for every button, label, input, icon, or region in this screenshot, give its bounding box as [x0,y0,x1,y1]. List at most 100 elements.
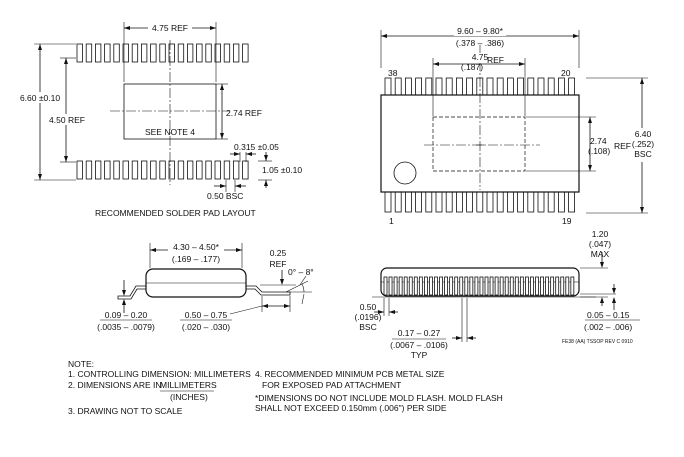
dim-top-length-in: (.378 – .386) [456,38,504,48]
layout-pad [186,160,194,180]
layout-pad [168,43,175,63]
pin-1-label: 1 [389,216,394,226]
layout-pad [223,43,231,63]
layout-pad [232,43,240,63]
end-lead [429,276,433,296]
package-side-view: 4.30 – 4.50* (.169 – .177) 0.09 – 0.20 (… [97,242,314,332]
package-lead [404,77,412,96]
layout-pad [242,43,249,63]
package-lead [496,191,504,213]
layout-pad [113,160,120,180]
side-right-lead [246,285,291,296]
layout-pad [196,160,203,180]
note-2-units: MILLIMETERS [160,380,217,390]
layout-pad [186,43,194,63]
note-4-line1: 4. RECOMMENDED MINIMUM PCB METAL SIZE [255,369,445,379]
layout-pad [214,43,221,63]
end-view-lead-row [383,276,575,296]
end-lead [499,276,504,296]
package-lead [568,191,575,213]
package-lead [384,77,392,96]
layout-pad [140,160,148,180]
layout-pad [85,160,93,180]
pin-38-label: 38 [388,68,398,78]
dim-end-standoff-mm: 0.05 – 0.15 [587,310,630,320]
top-view-lower-leads [384,191,575,213]
layout-pad [140,43,148,63]
end-lead [439,276,443,296]
package-lead [384,191,392,213]
dim-layout-pad-length: 1.05 ±0.10 [262,165,302,175]
layout-pad [177,160,185,180]
dim-side-angle: 0° – 8° [288,267,314,277]
top-view-upper-leads [384,77,575,96]
layout-pad [150,160,157,180]
dim-end-lead-w-typ: TYP [411,350,428,360]
package-lead [558,77,565,96]
note-2: 2. DIMENSIONS ARE IN [68,380,162,390]
layout-pad [104,43,111,63]
package-lead [517,191,524,213]
dim-end-lead-w-mm: 0.17 – 0.27 [398,328,441,338]
dim-end-height-max: MAX [591,249,610,259]
package-top-view: 38 20 1 19 9.60 – 9.80* (.378 – .386) 4.… [380,26,656,226]
dim-top-pad-ref: REF [487,55,504,65]
layout-pad [205,43,212,63]
note-4-line2: FOR EXPOSED PAD ATTACHMENT [262,380,401,390]
layout-pad [214,160,221,180]
notes-title: NOTE: [68,359,94,369]
layout-pad [177,43,185,63]
dim-top-pad-mm: 4.75 [472,52,489,62]
package-lead [435,191,443,213]
end-lead [469,276,474,296]
package-lead [547,77,555,96]
end-lead [444,276,449,296]
dim-side-gauge-ref: REF [270,259,287,269]
dim-top-length-mm: 9.60 – 9.80* [457,26,504,36]
package-lead [496,77,504,96]
end-lead [403,276,408,296]
dim-end-height-mm: 1.20 [592,229,609,239]
end-lead [545,276,549,296]
package-lead [425,191,433,213]
end-lead [454,276,459,296]
end-lead [514,276,519,296]
layout-pad [223,160,231,180]
note-1: 1. CONTROLLING DIMENSION: MILLIMETERS [68,369,251,379]
package-lead [435,77,443,96]
layout-bottom-pad-row [76,160,249,180]
package-lead [466,191,474,213]
package-lead [506,77,514,96]
drawing-id: FE38 (AA) TSSOP REV C 0910 [562,339,633,345]
dim-layout-width-ref: 4.75 REF [152,23,188,33]
end-lead [413,276,418,296]
layout-pad [232,160,240,180]
dim-end-height-in: (.047) [589,239,611,249]
end-lead [393,276,398,296]
end-lead [423,276,428,296]
end-lead [459,276,464,296]
package-lead [527,191,535,213]
package-lead [415,191,423,213]
package-lead [394,77,402,96]
dim-top-pad-h-in: (.108) [588,146,610,156]
end-lead [418,276,423,296]
end-lead [484,276,489,296]
end-lead [525,276,529,296]
layout-caption: RECOMMENDED SOLDER PAD LAYOUT [95,208,256,218]
layout-pad [159,160,166,180]
pin-19-label: 19 [562,216,572,226]
side-left-lead [117,285,146,300]
layout-pad [150,43,157,63]
dim-layout-pad-width: 0.315 ±0.05 [234,142,279,152]
pin1-indicator [393,161,417,185]
dim-layout-pad-height-ref: 2.74 REF [226,108,262,118]
end-lead [535,276,539,296]
see-note-label: SEE NOTE 4 [145,127,195,137]
end-lead [530,276,534,296]
note-5-line1: *DIMENSIONS DO NOT INCLUDE MOLD FLASH. M… [255,393,503,403]
end-lead [449,276,454,296]
package-lead [425,77,433,96]
dim-side-foot-in: (.020 – .030) [182,322,230,332]
